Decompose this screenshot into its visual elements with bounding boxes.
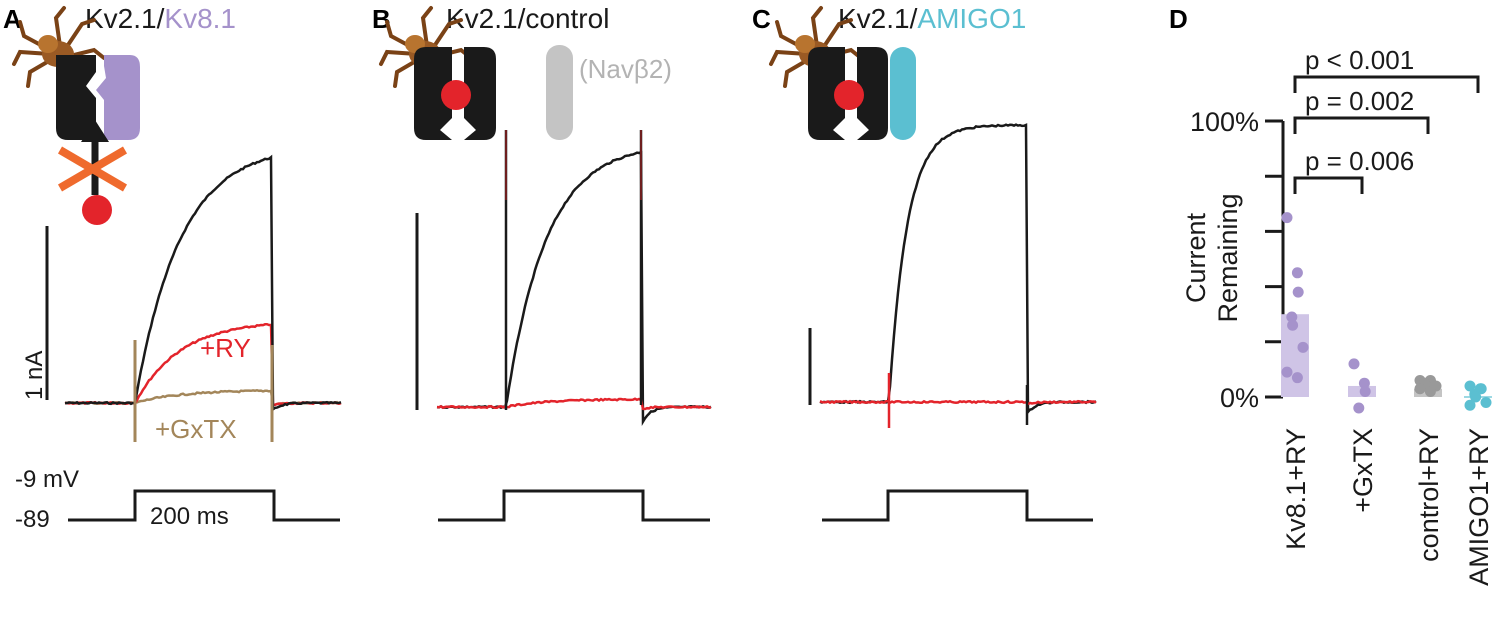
significance-bracket (1293, 75, 1480, 93)
data-point (1281, 366, 1293, 378)
kv2-1-channel-icon (808, 47, 888, 140)
x-tick-labels: Kv8.1+RY +GxTX control+RY AMIGO1+RY (1281, 428, 1494, 586)
voltage-holding-label: -89 (15, 506, 50, 533)
ry-molecule-icon (441, 80, 471, 110)
voltage-protocol-b (438, 489, 710, 522)
panel-a-title: Kv2.1/Kv8.1 (85, 3, 236, 34)
voltage-protocol-c (822, 489, 1093, 522)
panel-c: C Kv2.1/AMIGO1 (752, 3, 1097, 522)
data-point (1291, 267, 1303, 279)
data-point (1287, 319, 1299, 331)
kv2-1-channel-icon (414, 47, 496, 140)
data-point (1414, 383, 1426, 395)
data-point (1424, 385, 1436, 397)
data-point (1358, 377, 1370, 389)
panel-a-title-partner: Kv8.1 (164, 3, 236, 34)
voltage-step-label: -9 mV (15, 466, 79, 493)
x-tick-label: control+RY (1414, 428, 1444, 562)
y-axis-label-line1: Current (1181, 212, 1211, 303)
label-gxtx: +GxTX (155, 414, 237, 444)
data-point (1291, 372, 1303, 384)
ry-molecule-icon (834, 80, 864, 110)
trace-b-control (436, 150, 712, 427)
data-point (1286, 311, 1298, 323)
kv2-1-channel-icon (56, 55, 96, 140)
panel-c-title-partner: AMIGO1 (917, 3, 1026, 34)
significance-brackets: p < 0.001 p = 0.002 p = 0.006 (1293, 45, 1480, 194)
p-value-label: p = 0.006 (1305, 146, 1414, 176)
x-tick-label: Kv8.1+RY (1281, 428, 1311, 550)
trace-c-ry (819, 399, 1097, 406)
data-point (1480, 397, 1492, 409)
data-point (1464, 380, 1476, 392)
data-point (1348, 358, 1360, 370)
data-point (1464, 399, 1476, 411)
data-point (1292, 286, 1304, 298)
navb2-label: (Navβ2) (579, 54, 672, 84)
trace-b-ry (436, 397, 712, 411)
significance-bracket (1293, 176, 1364, 194)
data-points (1281, 212, 1492, 414)
panel-letter-a: A (3, 4, 22, 34)
blocked-arrow-icon (57, 120, 128, 195)
panel-b: B Kv2.1/control (Navβ2) (372, 3, 712, 522)
panel-d: D Current Remaining 0% 100% p < 0.001 p = … (1169, 4, 1494, 586)
mean-bars (1281, 314, 1492, 398)
panel-letter-c: C (752, 4, 771, 34)
current-scale-label: 1 nA (21, 351, 48, 400)
panel-a-title-main: Kv2.1/ (85, 3, 165, 34)
p-value-label: p < 0.001 (1305, 45, 1414, 75)
y-tick-label: 0% (1220, 383, 1259, 413)
kv8-1-subunit-icon (96, 55, 140, 140)
navb2-subunit-icon (546, 45, 573, 140)
step-duration-label: 200 ms (150, 503, 229, 530)
data-point (1359, 385, 1371, 397)
x-tick-label: AMIGO1+RY (1464, 428, 1494, 586)
panel-letter-b: B (372, 4, 391, 34)
panel-c-title: Kv2.1/AMIGO1 (838, 3, 1026, 34)
significance-bracket (1293, 116, 1430, 134)
p-value-label: p = 0.002 (1305, 86, 1414, 116)
data-point (1353, 402, 1365, 414)
panel-letter-d: D (1169, 4, 1188, 34)
panel-b-title: Kv2.1/control (446, 3, 609, 34)
x-tick-label: +GxTX (1348, 428, 1378, 513)
trace-a-control (64, 154, 342, 412)
y-axis-label-line2: Remaining (1213, 193, 1243, 322)
y-tick-label: 100% (1190, 107, 1259, 137)
label-ry: +RY (200, 333, 251, 363)
amigo1-subunit-icon (890, 47, 916, 140)
voltage-protocol-a (68, 489, 340, 522)
panel-a: A Kv2.1/Kv8.1 1 nA (3, 3, 342, 533)
data-point (1281, 212, 1293, 224)
trace-c-control (819, 123, 1097, 416)
data-point (1297, 341, 1309, 353)
data-point (1470, 391, 1482, 403)
ry-molecule-icon (82, 195, 112, 225)
